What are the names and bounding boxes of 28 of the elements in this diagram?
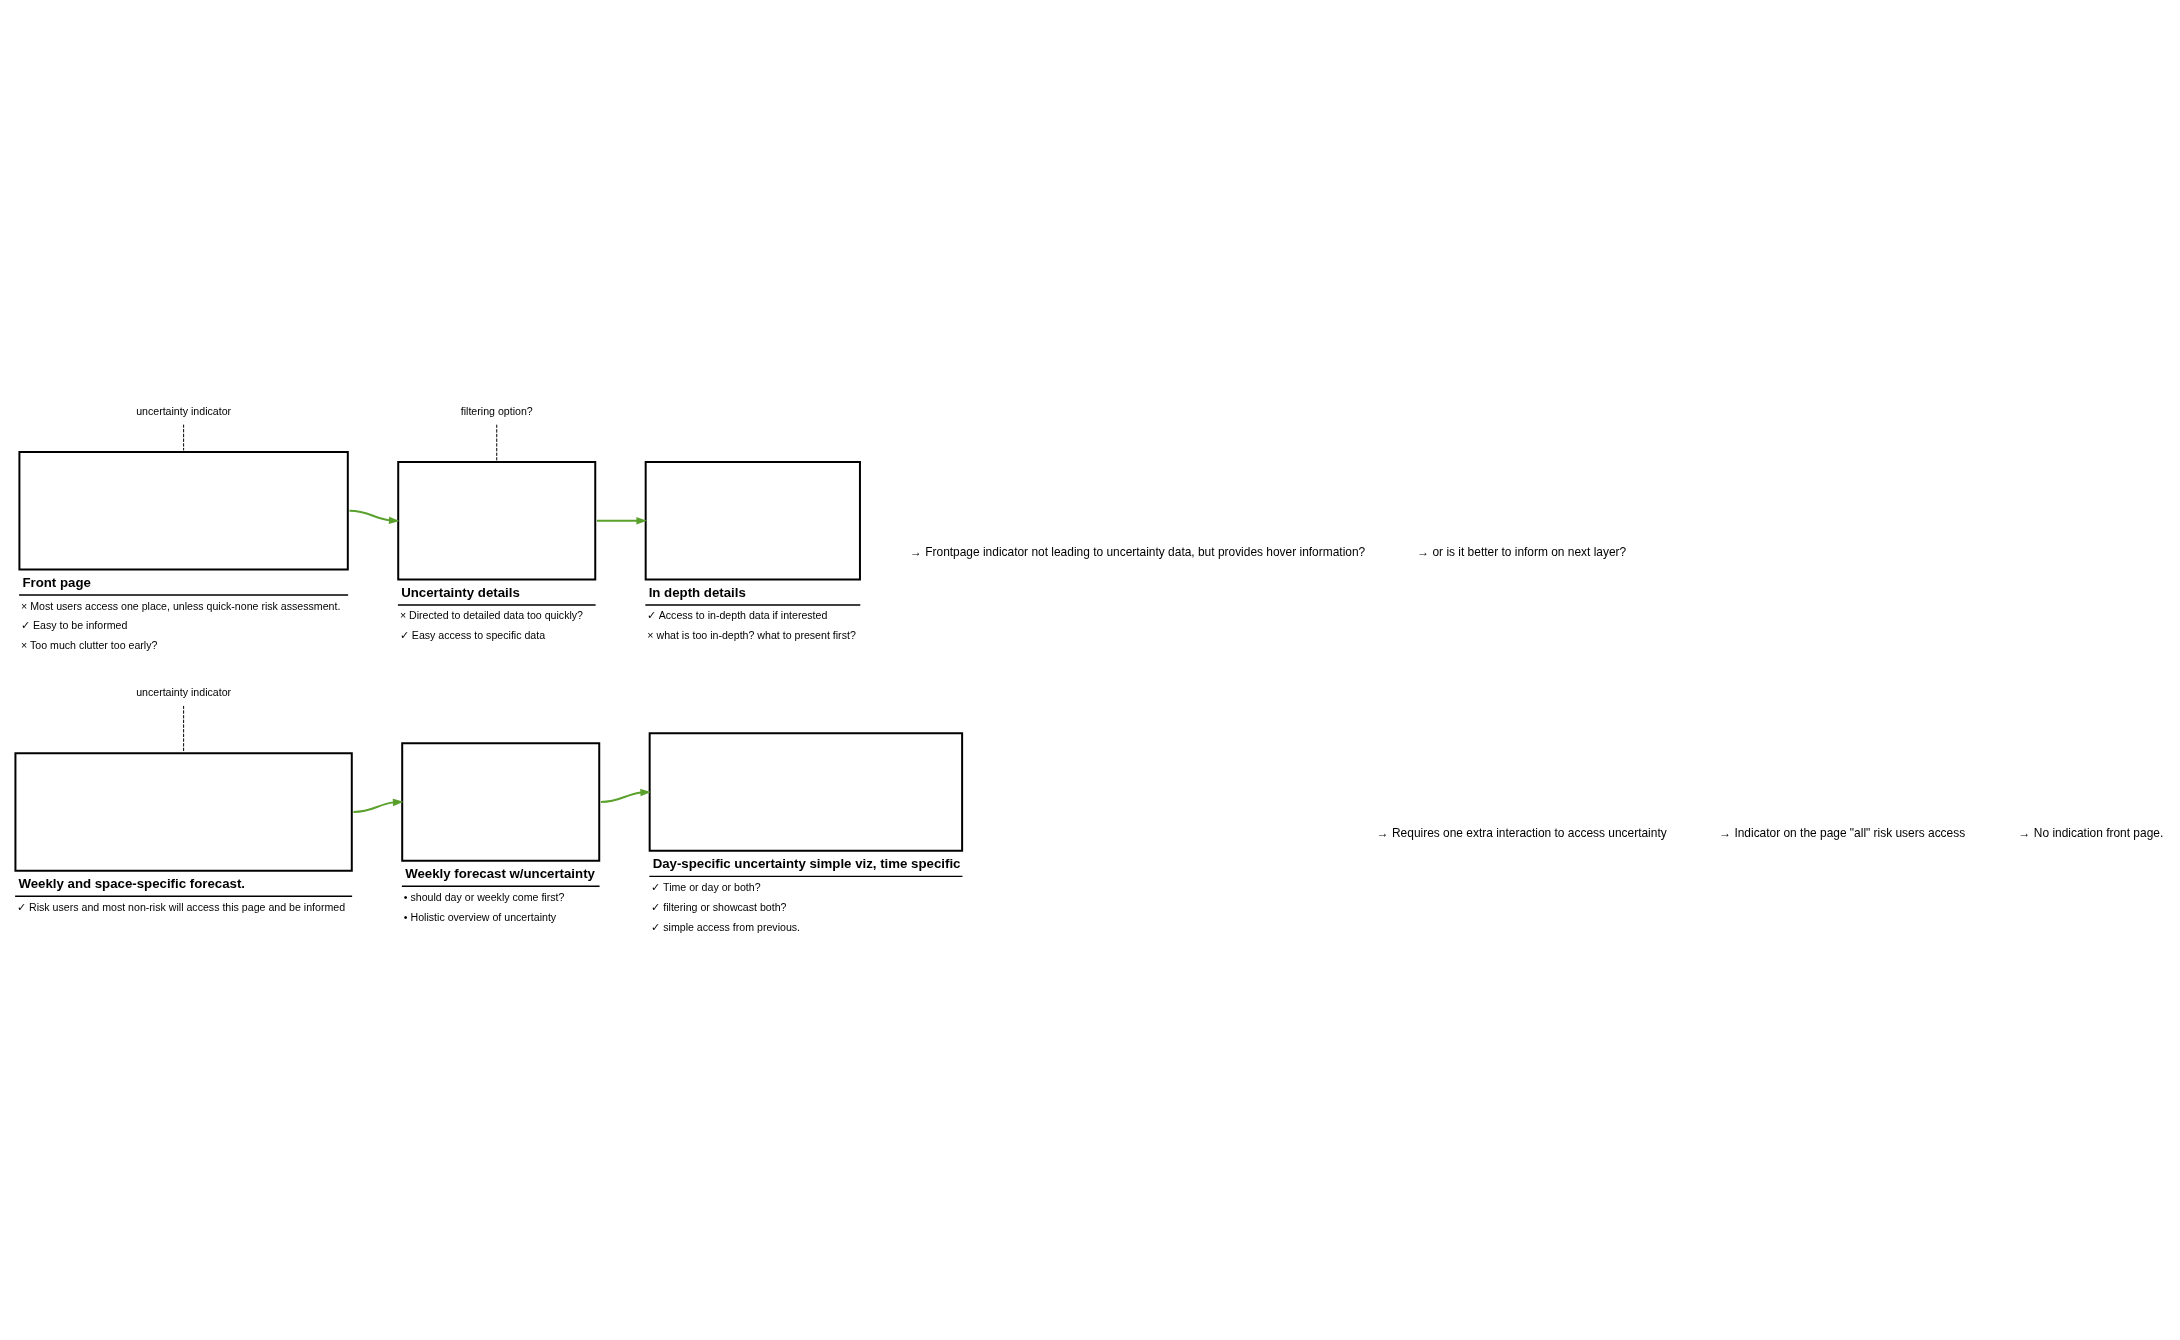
node-label: ✓ Risk users and most non-risk will access this page and be informed (17, 900, 346, 913)
node-label: • should day or weekly come first? (403, 890, 565, 903)
node-text: filtering option? (460, 405, 533, 418)
arrow (348, 509, 400, 525)
node-label: ✓ Easy to be informed (21, 619, 128, 632)
node-label: • Holistic overview of uncertainty (403, 910, 557, 923)
arrow (352, 798, 404, 813)
node-label: ✓ simple access from previous. (651, 920, 801, 933)
node-label: ✓ Access to in-depth data if interested (647, 609, 828, 622)
label: → Requires one extra interaction to access uncertainty (1376, 826, 1667, 841)
label: → No indication front page. (2018, 826, 2164, 841)
connector (496, 424, 498, 461)
connector (183, 424, 185, 451)
node-label: ✓ Time or day or both? (651, 880, 761, 893)
node-text: uncertainty indicator (136, 405, 232, 418)
arrow (599, 788, 651, 803)
node-label: ✓ filtering or showcast both? (651, 900, 787, 913)
label: → Frontpage indicator not leading to uncertainty data, but provides hover information? (909, 545, 1366, 560)
arrow (595, 517, 648, 525)
node-label: × Most users access one place, unless quick-none risk assessment. (21, 599, 341, 612)
node-label: × what is too in-depth? what to present first? (647, 629, 856, 642)
connector (183, 705, 185, 753)
label: → Indicator on the page "all" risk users access (1719, 826, 1966, 841)
label: → or is it better to inform on next layer? (1417, 545, 1627, 560)
node-label: ✓ Easy access to specific data (399, 629, 546, 642)
node-label: × Directed to detailed data too quickly? (399, 609, 584, 622)
node-label: × Too much clutter too early? (21, 639, 158, 652)
node-text: uncertainty indicator (136, 686, 232, 699)
